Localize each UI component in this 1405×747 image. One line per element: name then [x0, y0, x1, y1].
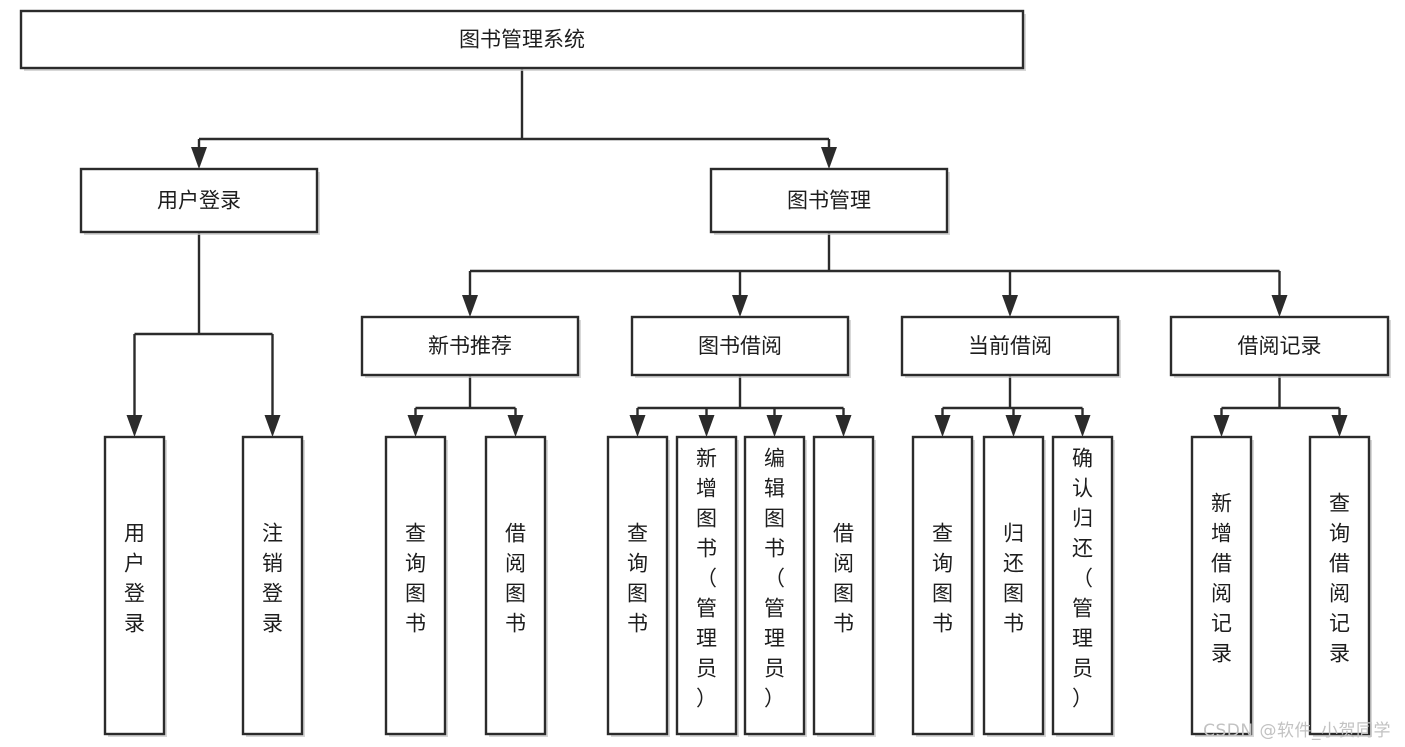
- node-leaf-add-book[interactable]: 新增图书（管理员）: [675, 435, 739, 737]
- node-user-login[interactable]: 用户登录: [79, 167, 320, 235]
- node-label: 借阅图书: [833, 522, 854, 636]
- node-leaf-logout[interactable]: 注销登录: [241, 435, 305, 737]
- node-leaf-edit-book[interactable]: 编辑图书（管理员）: [743, 435, 807, 737]
- node-border: [1169, 315, 1390, 377]
- node-border: [675, 435, 738, 736]
- arrow-head-icon: [1005, 415, 1022, 437]
- connector-from-system-root: [191, 68, 837, 169]
- node-leaf-confirm-return[interactable]: 确认归还（管理员）: [1051, 435, 1115, 737]
- node-label: 借阅记录: [1238, 334, 1322, 358]
- node-border: [982, 435, 1045, 736]
- node-label: 当前借阅: [968, 334, 1052, 358]
- arrow-head-icon: [766, 415, 783, 437]
- node-book-management[interactable]: 图书管理: [709, 167, 950, 235]
- node-border: [630, 315, 850, 377]
- node-book-borrow[interactable]: 图书借阅: [630, 315, 851, 378]
- node-label: 注销登录: [262, 522, 283, 636]
- node-leaf-borrow-book-1[interactable]: 借阅图书: [484, 435, 548, 737]
- node-label: 新增图书（管理员）: [696, 447, 717, 711]
- node-leaf-query-book-1[interactable]: 查询图书: [384, 435, 448, 737]
- arrow-head-icon: [1213, 415, 1230, 437]
- node-borrow-record[interactable]: 借阅记录: [1169, 315, 1391, 378]
- node-border: [103, 435, 166, 736]
- arrow-head-icon: [264, 415, 281, 437]
- node-label: 确认归还（管理员）: [1072, 447, 1093, 711]
- node-border: [360, 315, 580, 377]
- connector-from-borrow-record: [1213, 375, 1348, 437]
- node-border: [79, 167, 319, 234]
- arrow-head-icon: [126, 415, 143, 437]
- node-label: 归还图书: [1003, 522, 1024, 636]
- node-border: [900, 315, 1120, 377]
- node-leaf-query-book-3[interactable]: 查询图书: [911, 435, 975, 737]
- node-system-root[interactable]: 图书管理系统: [19, 9, 1026, 71]
- node-leaf-query-record[interactable]: 查询借阅记录: [1308, 435, 1372, 737]
- node-label: 新增借阅记录: [1211, 492, 1232, 666]
- connector-from-user-login: [126, 232, 281, 437]
- node-border: [241, 435, 304, 736]
- nodes-layer: 图书管理系统用户登录图书管理新书推荐图书借阅当前借阅借阅记录用户登录注销登录查询…: [19, 9, 1391, 737]
- arrow-head-icon: [698, 415, 715, 437]
- arrow-head-icon: [934, 415, 951, 437]
- arrow-head-icon: [507, 415, 524, 437]
- connectors-layer: [126, 68, 1348, 437]
- node-label: 用户登录: [124, 522, 145, 636]
- node-border: [1190, 435, 1253, 736]
- node-leaf-user-login[interactable]: 用户登录: [103, 435, 167, 737]
- node-current-borrow[interactable]: 当前借阅: [900, 315, 1121, 378]
- node-label: 编辑图书（管理员）: [764, 447, 785, 711]
- node-border: [1308, 435, 1371, 736]
- node-label: 图书借阅: [698, 334, 782, 358]
- node-border: [911, 435, 974, 736]
- node-border: [1051, 435, 1114, 736]
- node-leaf-borrow-book-2[interactable]: 借阅图书: [812, 435, 876, 737]
- arrow-head-icon: [629, 415, 646, 437]
- arrow-head-icon: [407, 415, 424, 437]
- node-label: 图书管理: [787, 189, 871, 213]
- node-border: [812, 435, 875, 736]
- arrow-head-icon: [1074, 415, 1091, 437]
- arrow-head-icon: [1271, 295, 1288, 317]
- node-border: [709, 167, 949, 234]
- node-border: [606, 435, 669, 736]
- connector-from-book-management: [462, 232, 1288, 317]
- node-label: 用户登录: [157, 189, 241, 213]
- connector-from-new-book-recommend: [407, 375, 524, 437]
- node-label: 借阅图书: [505, 522, 526, 636]
- arrow-head-icon: [732, 295, 748, 317]
- node-border: [743, 435, 806, 736]
- node-new-book-recommend[interactable]: 新书推荐: [360, 315, 581, 378]
- connector-from-current-borrow: [934, 375, 1091, 437]
- node-label: 新书推荐: [428, 334, 512, 358]
- node-leaf-return-book[interactable]: 归还图书: [982, 435, 1046, 737]
- arrow-head-icon: [462, 295, 478, 317]
- node-label: 查询图书: [932, 522, 953, 636]
- node-label: 查询借阅记录: [1329, 492, 1350, 666]
- connector-from-book-borrow: [629, 375, 852, 437]
- arrow-head-icon: [1002, 295, 1018, 317]
- arrow-head-icon: [821, 147, 837, 169]
- node-leaf-add-record[interactable]: 新增借阅记录: [1190, 435, 1254, 737]
- node-border: [384, 435, 447, 736]
- arrow-head-icon: [1331, 415, 1348, 437]
- node-border: [19, 9, 1025, 70]
- arrow-head-icon: [191, 147, 207, 169]
- node-label: 查询图书: [405, 522, 426, 636]
- node-label: 查询图书: [627, 522, 648, 636]
- node-leaf-query-book-2[interactable]: 查询图书: [606, 435, 670, 737]
- node-label: 图书管理系统: [459, 28, 585, 52]
- arrow-head-icon: [835, 415, 852, 437]
- node-border: [484, 435, 547, 736]
